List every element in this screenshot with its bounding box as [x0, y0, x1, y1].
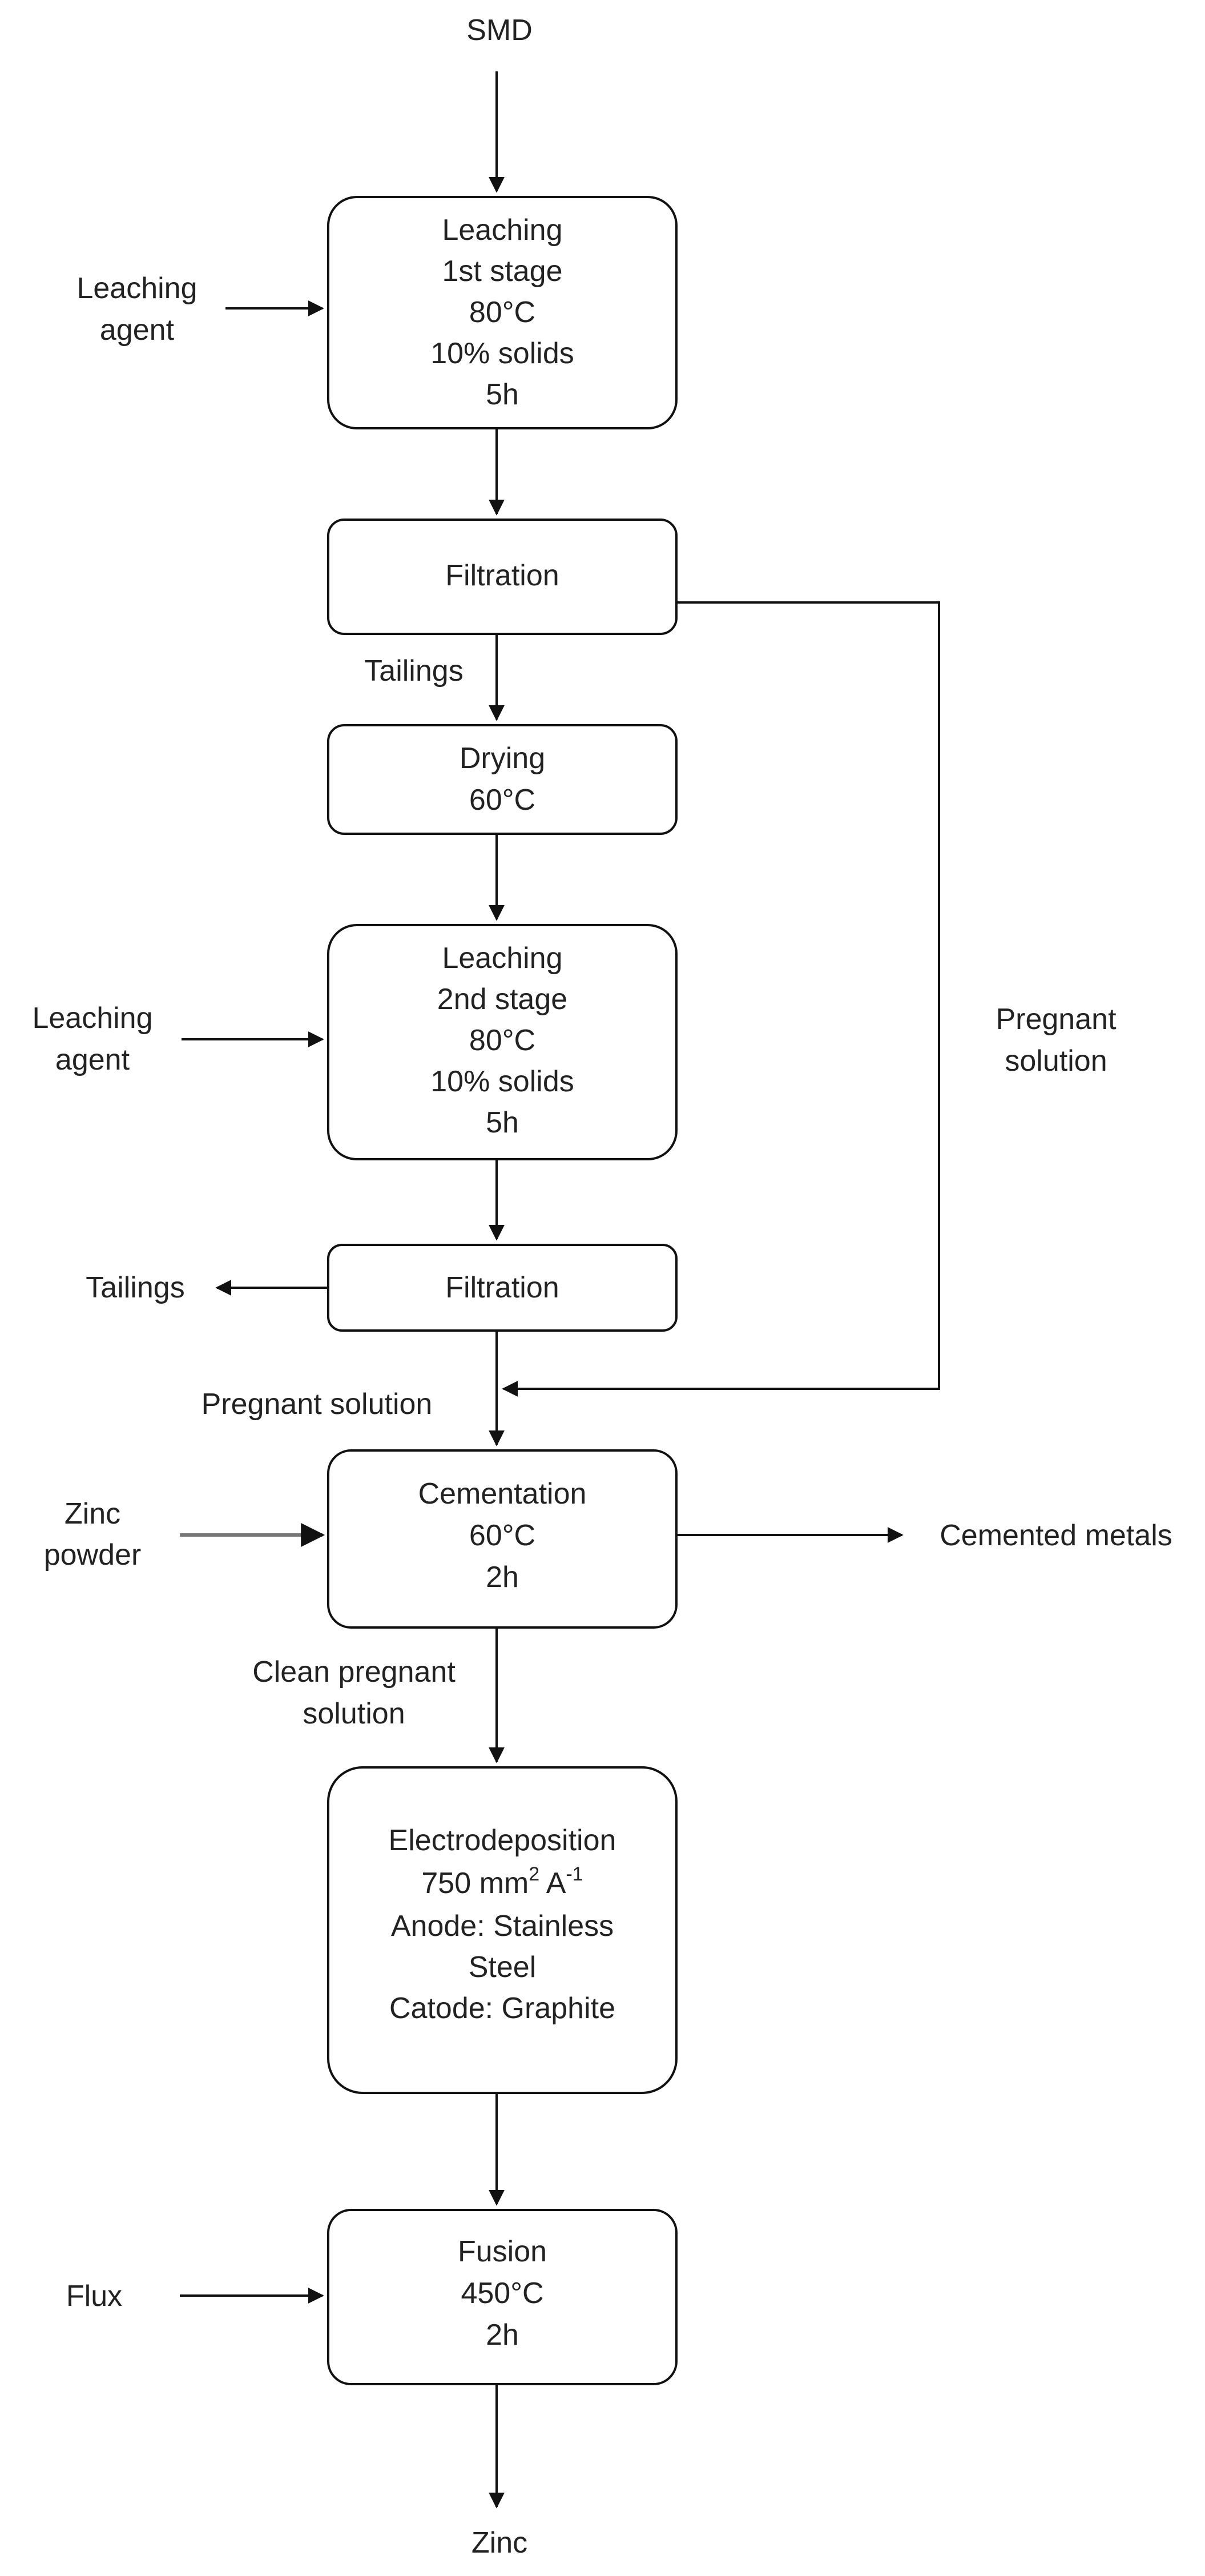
filtration-2-label: Filtration	[445, 1271, 559, 1304]
leaching-2nd-stage-box: Leaching 2nd stage 80°C 10% solids 5h	[327, 924, 678, 1160]
drying-line-2: 60°C	[469, 783, 535, 817]
leaching-2-line-5: 5h	[486, 1106, 519, 1139]
zinc-label: Zinc	[471, 2526, 527, 2559]
arrow-pregnant-solution-bypass	[502, 601, 940, 1397]
leaching-agent-2-line-2: agent	[55, 1043, 130, 1076]
current-density-unit: A	[539, 1867, 566, 1900]
fusion-box: Fusion 450°C 2h	[327, 2209, 678, 2385]
pregnant-solution-side-line-2: solution	[1005, 1044, 1107, 1078]
filtration-1-label: Filtration	[445, 559, 559, 592]
electrodeposition-title: Electrodeposition	[389, 1824, 616, 1857]
cementation-box: Cementation 60°C 2h	[327, 1449, 678, 1629]
pregnant-solution-side-line-1: Pregnant	[996, 1003, 1117, 1036]
cemented-metals-label: Cemented metals	[940, 1519, 1172, 1552]
zinc-powder-line-2: powder	[44, 1538, 142, 1572]
leaching-1-line-4: 10% solids	[430, 337, 574, 370]
cementation-line-3: 2h	[486, 1561, 519, 1594]
tailings-1-label: Tailings	[364, 654, 463, 688]
cementation-line-2: 60°C	[469, 1519, 535, 1552]
leaching-1-line-2: 1st stage	[442, 255, 562, 288]
smd-label: SMD	[466, 14, 533, 47]
leaching-2-line-1: Leaching	[442, 942, 562, 975]
drying-box: Drying 60°C	[327, 724, 678, 835]
fusion-line-1: Fusion	[458, 2235, 547, 2268]
electrodeposition-current-density: 750 mm2 A-1	[421, 1863, 583, 1900]
tailings-2-label: Tailings	[86, 1271, 184, 1304]
leaching-1-line-5: 5h	[486, 378, 519, 411]
leaching-1-line-3: 80°C	[469, 296, 535, 329]
leaching-agent-2-line-1: Leaching	[32, 1002, 152, 1035]
cementation-line-1: Cementation	[418, 1477, 587, 1510]
leaching-1st-stage-box: Leaching 1st stage 80°C 10% solids 5h	[327, 196, 678, 429]
electrodeposition-anode-line-1: Anode: Stainless	[391, 1910, 614, 1943]
leaching-2-line-2: 2nd stage	[437, 983, 567, 1016]
current-density-sup-2: -1	[566, 1863, 583, 1885]
leaching-2-line-3: 80°C	[469, 1024, 535, 1057]
leaching-1-line-1: Leaching	[442, 214, 562, 247]
filtration-2-box: Filtration	[327, 1244, 678, 1332]
current-density-sup-1: 2	[529, 1863, 539, 1885]
pregnant-solution-main-label: Pregnant solution	[201, 1388, 433, 1421]
current-density-value: 750 mm	[421, 1867, 529, 1900]
electrodeposition-anode-line-2: Steel	[469, 1951, 537, 1984]
flux-label: Flux	[66, 2280, 122, 2313]
drying-line-1: Drying	[460, 742, 545, 775]
fusion-line-3: 2h	[486, 2318, 519, 2352]
leaching-agent-1-line-2: agent	[100, 314, 175, 347]
leaching-agent-1-line-1: Leaching	[76, 272, 197, 305]
leaching-2-line-4: 10% solids	[430, 1065, 574, 1098]
electrodeposition-box: Electrodeposition 750 mm2 A-1 Anode: Sta…	[327, 1766, 678, 2094]
fusion-line-2: 450°C	[461, 2277, 543, 2310]
clean-pregnant-solution-line-1: Clean pregnant	[252, 1655, 456, 1689]
filtration-1-box: Filtration	[327, 519, 678, 635]
clean-pregnant-solution-line-2: solution	[303, 1697, 405, 1730]
zinc-powder-line-1: Zinc	[65, 1497, 120, 1530]
electrodeposition-cathode: Catode: Graphite	[389, 1992, 615, 2025]
